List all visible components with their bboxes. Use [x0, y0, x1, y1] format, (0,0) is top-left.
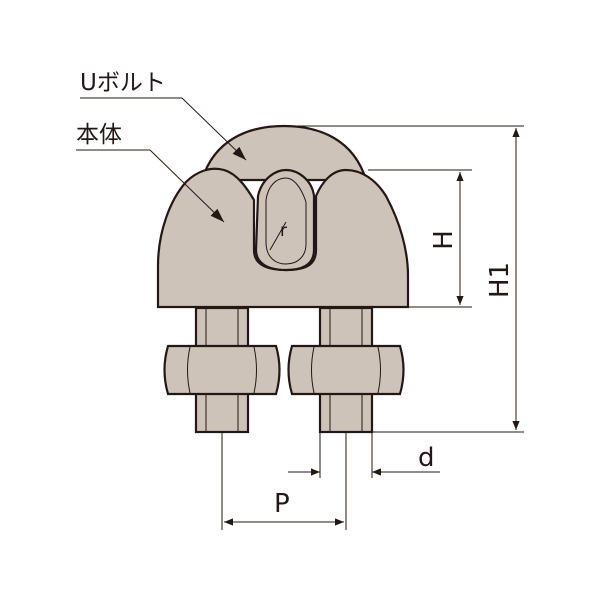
- p-label: P: [274, 489, 290, 519]
- body-leader: [76, 149, 225, 223]
- right-nut-outline: [287, 344, 405, 396]
- left-nut-face-1: [187, 346, 191, 394]
- right-nut-face-2: [377, 346, 381, 394]
- left-nut-face-2: [253, 346, 257, 394]
- u-bolt-label: Uボルト: [80, 70, 166, 96]
- u-bolt-leader: [80, 97, 247, 161]
- left-nut-outline: [163, 344, 281, 396]
- body-label: 本体: [76, 122, 122, 148]
- left-hex-nut: [163, 344, 281, 396]
- right-nut-face-1: [311, 346, 315, 394]
- right-hex-nut: [287, 344, 405, 396]
- radius-label: r: [280, 221, 287, 241]
- u-bolt-inner-edge: [265, 177, 307, 265]
- radius-leader: [269, 221, 287, 251]
- h-label: H: [429, 230, 459, 250]
- d-label: d: [418, 443, 435, 473]
- h1-label: H1: [485, 262, 515, 298]
- u-bolt-slot-fill: [254, 168, 316, 272]
